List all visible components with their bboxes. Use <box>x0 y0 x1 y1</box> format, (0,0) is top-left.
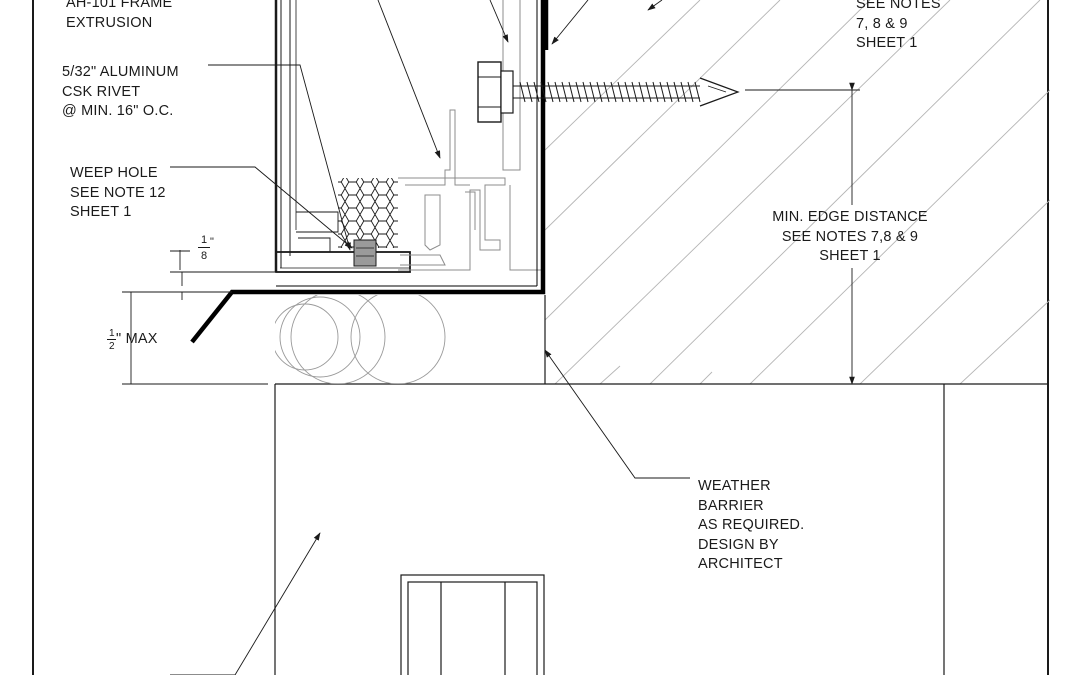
leader-weather <box>544 349 690 479</box>
label-min-edge-distance: MIN. EDGE DISTANCE SEE NOTES 7,8 & 9 SHE… <box>772 209 928 264</box>
fraction-denominator: 2 <box>109 341 115 352</box>
sheet-border <box>32 0 1049 675</box>
backer-rod <box>275 295 446 384</box>
leader-top-a <box>489 0 509 43</box>
label-rivet: 5/32" ALUMINUM CSK RIVET @ MIN. 16" O.C. <box>62 64 179 119</box>
label-notes-top: SEE NOTES 7, 8 & 9 SHEET 1 <box>856 0 941 51</box>
leader-bottom <box>234 532 321 675</box>
sill-flashing <box>190 0 549 344</box>
fraction-unit: " MAX <box>116 331 158 347</box>
weep-hole-fitting <box>353 239 377 267</box>
leader-lines <box>170 0 690 675</box>
label-frame-extrusion: AH-101 FRAME EXTRUSION <box>66 0 173 31</box>
wall-block <box>274 384 945 675</box>
leader-top-c <box>647 0 663 11</box>
leader-top-b <box>551 0 589 45</box>
fraction-denominator: 8 <box>201 250 208 262</box>
fraction-bar <box>198 247 210 248</box>
fraction-numerator: 1 <box>201 234 208 246</box>
label-weep-hole: WEEP HOLE SEE NOTE 12 SHEET 1 <box>70 165 166 220</box>
screw-fastener <box>477 61 740 123</box>
dimension-small-gap <box>170 250 275 273</box>
sill-extrusion-profile <box>398 0 545 271</box>
fraction-numerator: 1 <box>109 328 115 339</box>
label-weather-barrier: WEATHER BARRIER AS REQUIRED. DESIGN BY A… <box>698 478 805 572</box>
fraction-bar <box>107 339 116 340</box>
leader-rivet <box>208 64 351 251</box>
fraction-unit: " <box>210 236 214 248</box>
lower-panel-unit <box>400 574 545 675</box>
leader-weep <box>170 166 353 249</box>
honeycomb-core <box>338 178 398 248</box>
dimension-edge-distance <box>745 82 860 385</box>
dimension-max-gap <box>122 272 268 385</box>
leader-frame <box>377 0 441 159</box>
